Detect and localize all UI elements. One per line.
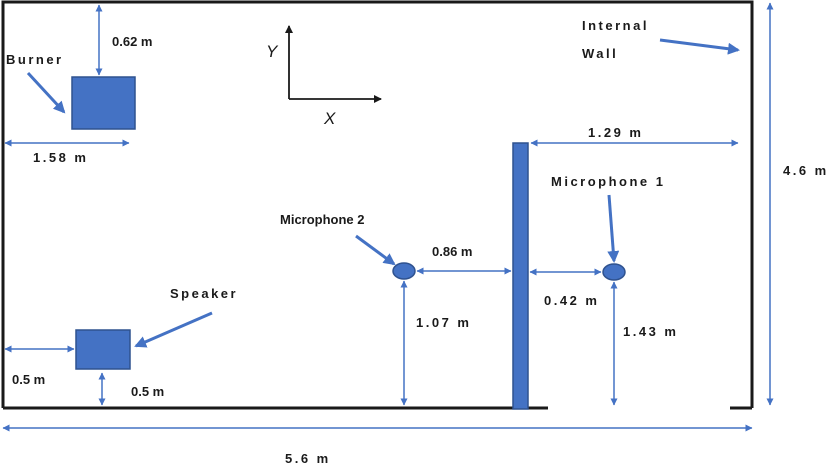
burner-left-dimension-label: 1.58 m (33, 150, 88, 165)
coordinate-axes (285, 25, 382, 103)
microphone-1-pointer-arrow (607, 194, 620, 263)
burner-pointer-arrow (26, 71, 66, 114)
pointer-arrows (26, 38, 740, 348)
microphone-2-pointer-arrow (355, 234, 396, 266)
internal-wall-label-line2: Wall (582, 46, 618, 61)
speaker-label: Speaker (170, 286, 238, 301)
x-axis-label: X (323, 109, 336, 128)
burner-label: Burner (6, 52, 64, 67)
wall-to-mic1-dimension-label: 0.42 m (544, 293, 599, 308)
internal-wall (512, 142, 529, 410)
room-height-dimension-label: 4.6 m (783, 163, 829, 178)
microphone-2-marker (392, 262, 416, 280)
speaker-box (75, 329, 131, 370)
speaker-bottom-dimension-label: 0.5 m (131, 384, 164, 399)
microphone-2-label: Microphone 2 (280, 212, 365, 227)
internal-wall-label-line1: Internal (582, 18, 649, 33)
y-axis-label: Y (266, 42, 279, 61)
speaker-pointer-arrow (134, 311, 213, 348)
mic2-to-wall-dimension-label: 0.86 m (432, 244, 472, 259)
burner-box (71, 76, 136, 130)
room-width-dimension-label: 5.6 m (285, 451, 331, 464)
burner-top-dimension-label: 0.62 m (112, 34, 152, 49)
room-outline (1, 0, 754, 410)
mic1-height-dimension-label: 1.43 m (623, 324, 678, 339)
wall-to-right-dimension-label: 1.29 m (588, 125, 643, 140)
internal-wall-pointer-arrow (659, 38, 740, 55)
speaker-left-dimension-label: 0.5 m (12, 372, 45, 387)
dimension-lines (2, 2, 774, 432)
microphone-1-marker (602, 263, 626, 281)
mic2-height-dimension-label: 1.07 m (416, 315, 471, 330)
microphone-1-label: Microphone 1 (551, 174, 666, 189)
